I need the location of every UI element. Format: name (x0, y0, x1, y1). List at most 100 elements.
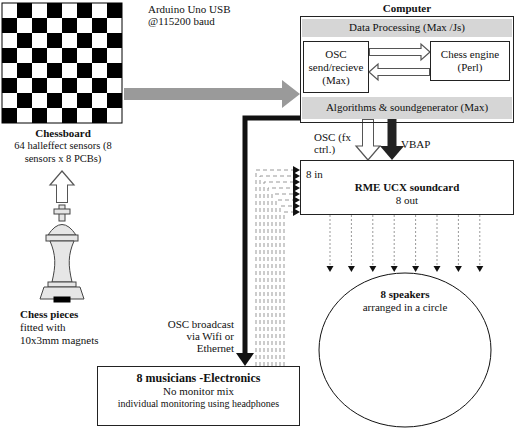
connector-line (394, 215, 395, 266)
output-line (476, 215, 483, 272)
output-line (455, 215, 462, 272)
node-heading: 8 speakers (338, 288, 472, 301)
input-line (276, 196, 300, 366)
edge-label: OSC (fx ctrl.) (314, 131, 360, 155)
king-piece-illustration (40, 205, 84, 302)
edge-label: OSC broadcast via Wifi or Ethernet (156, 318, 234, 354)
speaker-circle: 8 speakersarranged in a circle (318, 272, 492, 428)
arrow-head (476, 266, 483, 272)
node-heading: 8 musicians -Electronics (106, 371, 291, 385)
connector-line (124, 88, 282, 100)
connector-line (330, 215, 331, 266)
connector-line (276, 200, 293, 366)
arrow-head (369, 266, 376, 272)
arrow-fill (363, 120, 373, 148)
output-line (391, 215, 398, 272)
arrow-head (455, 266, 462, 272)
node-heading: 8 in (306, 168, 509, 181)
chessboard-illustration (2, 3, 122, 123)
king-body (50, 241, 74, 282)
hollow-arrow (356, 119, 380, 160)
connector-line (272, 194, 293, 366)
connector-line (260, 176, 293, 366)
connector-line (388, 119, 397, 146)
output-line (412, 215, 419, 272)
arrow-head (50, 171, 74, 185)
node-text: arranged in a circle (338, 301, 472, 314)
arrow-head (391, 266, 398, 272)
magnet (54, 297, 70, 302)
computer-box: ComputerData Processing (Max /Js)OSC sen… (300, 16, 514, 123)
arrow-head (282, 80, 300, 108)
arrow-head (356, 146, 380, 160)
arrow-head (348, 266, 355, 272)
connector-line (264, 182, 293, 366)
node-heading: OSC send/recieve (Max) (307, 48, 365, 87)
arrow-fill (376, 69, 429, 75)
soundcard-box: 8 inRME UCX soundcard8 out (300, 160, 514, 215)
node-heading: Chessboard (8, 127, 118, 140)
node-text: 8 out (305, 194, 509, 207)
connector-line (458, 215, 459, 266)
arrow-head (293, 208, 300, 216)
king-ring (48, 282, 76, 287)
connector-line (256, 170, 293, 366)
edge-label-box: OSC (fx ctrl.) (314, 131, 360, 155)
process-band: Algorithms & soundgenerator (Max) (302, 97, 512, 119)
node-heading: Chess engine (Perl) (435, 48, 505, 74)
arrow-fill (57, 183, 67, 202)
output-line (434, 215, 441, 272)
node-heading: Algorithms & soundgenerator (Max) (306, 101, 508, 114)
input-line (256, 166, 300, 366)
data-arrow (124, 80, 300, 108)
node-heading: Data Processing (Max /Js) (306, 21, 508, 34)
input-line (284, 208, 300, 366)
chess-piece-node: Chess piecesfitted with 10x3mm magnets (10, 203, 115, 349)
arrow-head (327, 266, 334, 272)
output-line (327, 215, 334, 272)
connector-line (415, 215, 416, 266)
edge-label-box: OSC broadcast via Wifi or Ethernet (156, 318, 234, 354)
king-crown (48, 225, 76, 236)
process-box: Chess engine (Perl) (430, 41, 510, 81)
connector-line (268, 188, 293, 366)
process-band: Data Processing (Max /Js) (302, 19, 512, 37)
chessboard-node: Chessboard64 halleffect sensors (8 senso… (2, 3, 124, 171)
input-line (272, 190, 300, 366)
node-text: RME UCX soundcard (305, 181, 509, 194)
connector-line (437, 215, 438, 266)
node-heading: Chess pieces (20, 308, 103, 321)
output-line (369, 215, 376, 272)
arrow-fill (370, 49, 423, 55)
arrow-head (434, 266, 441, 272)
musicians-box: 8 musicians -ElectronicsNo monitor mixin… (97, 366, 300, 426)
audio-arrow (380, 119, 404, 160)
circle-outline (319, 273, 491, 427)
connector-line (351, 215, 352, 266)
input-line (264, 178, 300, 366)
node-text: No monitor mix (106, 385, 291, 398)
connector-line (245, 118, 300, 353)
hollow-arrow (50, 171, 74, 203)
hollow-arrow (369, 64, 430, 80)
node-text: fitted with 10x3mm magnets (20, 321, 103, 347)
arrow-head (380, 146, 404, 160)
edge-label-box: VBAP (401, 138, 445, 150)
connector-line (280, 206, 293, 366)
output-line (348, 215, 355, 272)
arrow-head (412, 266, 419, 272)
network-arrow (236, 118, 300, 366)
edge-label-box: Arduino Uno USB @115200 baud (148, 3, 248, 27)
edge-label: VBAP (401, 138, 445, 150)
input-line (280, 202, 300, 366)
connector-line (284, 212, 293, 366)
node-heading: Computer (301, 2, 513, 15)
connector-line (479, 215, 480, 266)
input-line (260, 172, 300, 366)
king-collar (46, 235, 78, 241)
king-cross (54, 209, 70, 214)
node-text: 64 halleffect sensors (8 sensors x 8 PCB… (8, 140, 118, 165)
